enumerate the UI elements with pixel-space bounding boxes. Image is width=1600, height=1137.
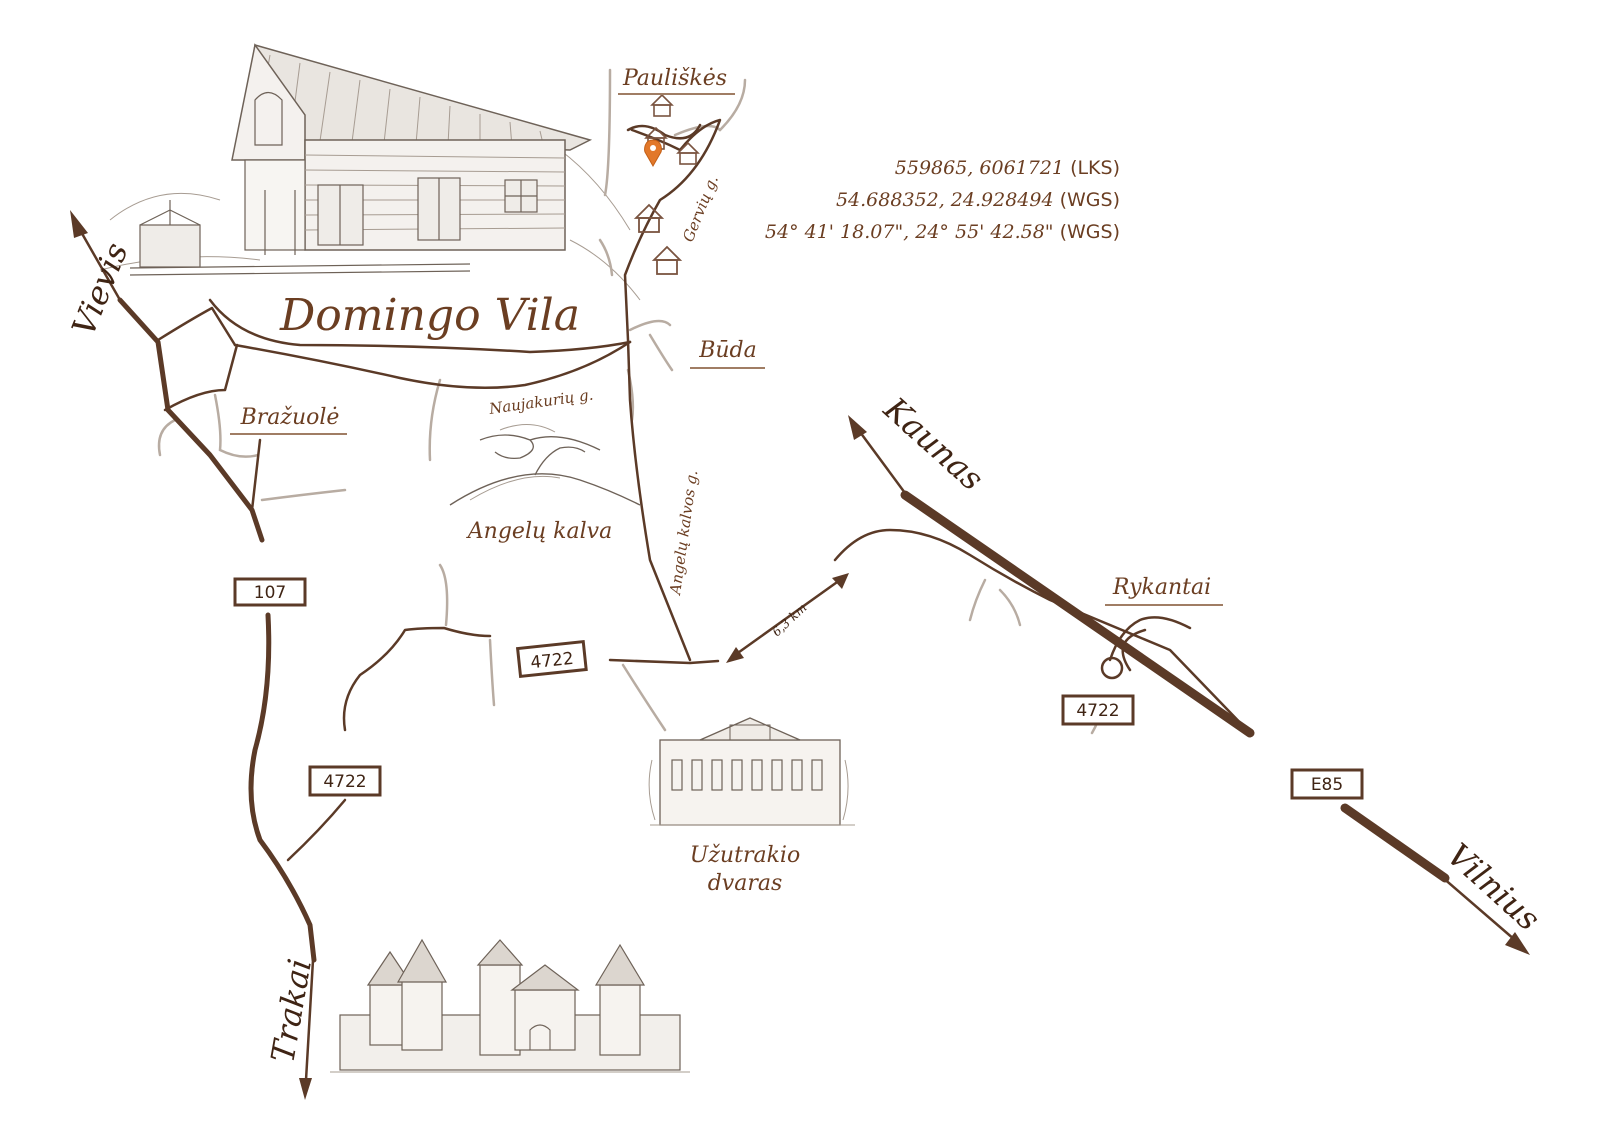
arrow-trakai-icon <box>299 1078 312 1100</box>
coordinates-lks: 559865, 6061721 (LKS) <box>895 157 1120 179</box>
svg-text:4722: 4722 <box>530 649 575 673</box>
street-label-angelu-kalvos: Angelų kalvos g. <box>666 469 702 598</box>
road-network <box>117 68 1450 963</box>
trakai-castle-illustration <box>330 938 690 1073</box>
place-label-buda: Būda <box>698 338 757 363</box>
direction-arrows <box>70 210 1530 1100</box>
place-label-angelu-kalva: Angelų kalva <box>466 519 612 544</box>
svg-text:E85: E85 <box>1311 775 1343 795</box>
route-sign-107: 107 <box>233 577 307 607</box>
house-icon <box>650 93 674 117</box>
house-icon <box>633 203 665 233</box>
map-pin-icon <box>644 139 662 168</box>
distance-arrow-start-icon <box>726 647 744 663</box>
distance-arrow-end-icon <box>832 573 849 589</box>
place-labels: Pauliškės Būda Bražuolė Rykantai Angelų … <box>230 66 1223 896</box>
place-label-uzutrakio: Užutrakio <box>690 843 800 868</box>
direction-label-kaunas: Kaunas <box>876 389 991 498</box>
route-sign-4722-west: 4722 <box>308 765 382 797</box>
arrow-vievis-icon <box>70 210 88 238</box>
house-icons <box>633 93 700 275</box>
house-icon <box>676 141 700 165</box>
svg-text:4722: 4722 <box>323 772 366 792</box>
coordinates-wgs-decimal: 54.688352, 24.928494 (WGS) <box>836 189 1120 211</box>
place-label-pauliskes: Pauliškės <box>622 66 727 91</box>
direction-labels: Vievis Kaunas Vilnius Trakai <box>64 237 1547 1065</box>
arrow-vilnius-icon <box>1505 932 1530 955</box>
svg-text:4722: 4722 <box>1076 701 1119 721</box>
place-label-dvaras: dvaras <box>708 871 783 896</box>
place-label-brazuole: Bražuolė <box>240 405 340 430</box>
domingo-vila-title: Domingo Vila <box>279 290 580 341</box>
uzutrakio-manor-illustration <box>648 717 855 826</box>
svg-text:107: 107 <box>254 583 286 603</box>
route-sign-4722-north: 4722 <box>515 639 588 679</box>
route-sign-4722-east: 4722 <box>1061 694 1135 726</box>
street-label-naujakuriu: Naujakurių g. <box>487 386 594 419</box>
coordinates-block: 559865, 6061721 (LKS) 54.688352, 24.9284… <box>765 157 1120 243</box>
house-icon <box>651 245 683 275</box>
place-label-rykantai: Rykantai <box>1112 575 1211 600</box>
distance-label: 6,3 km <box>769 601 809 640</box>
direction-label-vievis: Vievis <box>64 237 135 341</box>
street-label-gerviu: Gervių g. <box>679 173 722 245</box>
angel-hill-illustration <box>449 424 641 506</box>
arrow-kaunas-icon <box>848 415 867 440</box>
coordinates-wgs-dms: 54° 41' 18.07", 24° 55' 42.58" (WGS) <box>765 221 1120 243</box>
route-signs: 107 4722 4722 4722 E85 <box>233 577 1364 800</box>
route-sign-e85: E85 <box>1290 768 1364 800</box>
domingo-vila-house-illustration <box>99 43 641 301</box>
